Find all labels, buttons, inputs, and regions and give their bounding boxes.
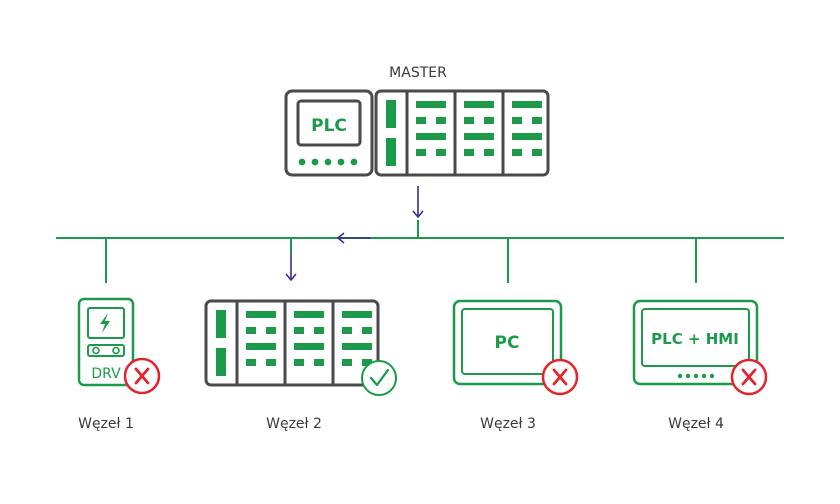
node1-fail-icon — [123, 357, 161, 395]
master-plc-cpu: PLC — [284, 89, 374, 177]
node1-label: Węzeł 1 — [78, 416, 134, 432]
node4-fail-icon — [730, 358, 768, 396]
node3-device-label: PC — [495, 333, 520, 353]
node3-label: Węzeł 3 — [480, 416, 536, 432]
node4-device-label: PLC + HMI — [651, 330, 739, 348]
master-title: MASTER — [389, 65, 447, 81]
node4-hmi-device: PLC + HMI — [632, 299, 759, 386]
master-down-arrow — [412, 186, 424, 219]
node3-pc-device: PC — [452, 299, 563, 386]
master-io-rack — [374, 89, 550, 177]
node1-device-label: DRV — [91, 366, 121, 382]
node4-label: Węzeł 4 — [668, 416, 724, 432]
lightning-icon — [100, 313, 110, 333]
bus-left-arrow — [336, 232, 371, 244]
master-plc-label: PLC — [311, 116, 347, 136]
node2-ok-icon — [361, 360, 397, 396]
node2-label: Węzeł 2 — [266, 416, 322, 432]
master-led-row — [298, 158, 358, 166]
node4-led-row — [677, 373, 715, 379]
node3-fail-icon — [541, 358, 579, 396]
node2-io-rack — [204, 299, 380, 387]
node1-drive-device: DRV — [77, 297, 135, 387]
node2-down-arrow — [285, 254, 297, 282]
